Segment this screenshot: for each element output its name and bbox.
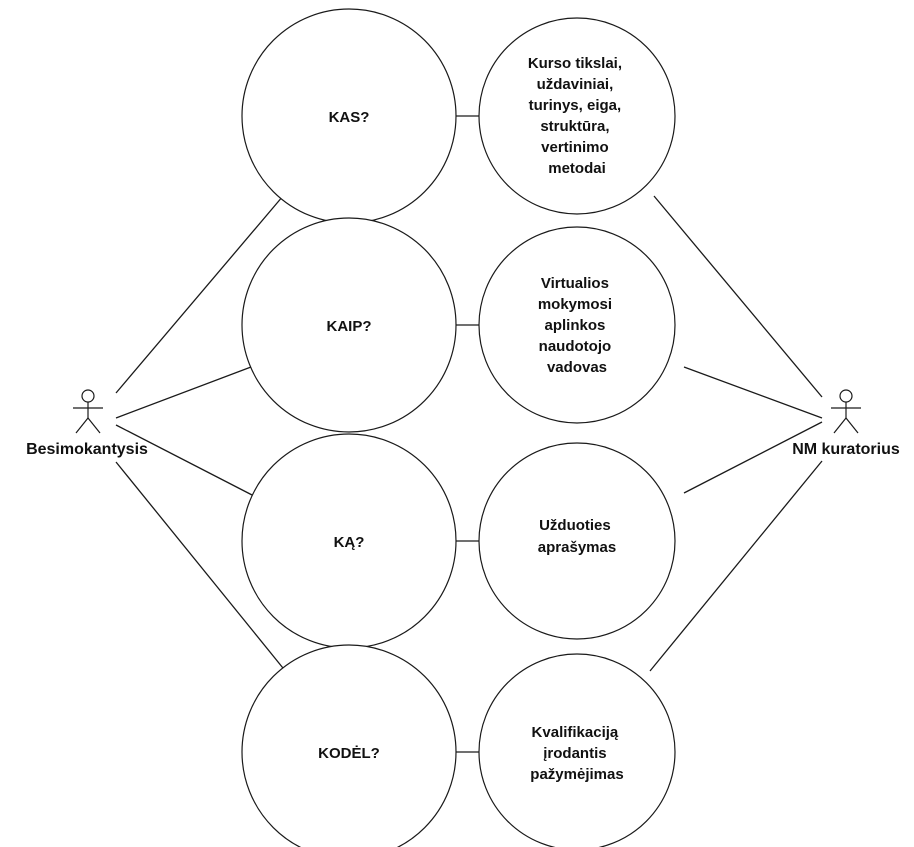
connectors xyxy=(115,115,823,753)
actor-curator: NM kuratorius xyxy=(792,389,900,458)
question-label: KAIP? xyxy=(327,318,372,335)
link-learner-ka xyxy=(115,424,255,497)
question-kas: KAS? xyxy=(241,8,457,224)
question-ka: KĄ? xyxy=(241,433,457,649)
link-answer3-curator xyxy=(683,421,823,494)
answer-certificate: Kvalifikaciją įrodantis pažymėjimas xyxy=(478,653,676,847)
question-circle xyxy=(241,644,457,847)
answer-line: vadovas xyxy=(547,359,607,376)
answer-line: mokymosi xyxy=(538,296,612,313)
answer-line: pažymėjimas xyxy=(530,766,623,783)
question-label: KODĖL? xyxy=(318,745,380,762)
answer-line: Užduoties xyxy=(539,517,611,534)
question-label: KĄ? xyxy=(334,534,365,551)
answer-user-guide: Virtualios mokymosi aplinkos naudotojo v… xyxy=(478,226,676,424)
answer-line: Kurso tikslai, xyxy=(528,55,622,72)
answer-label: Kvalifikaciją įrodantis pažymėjimas xyxy=(530,724,623,783)
answer-label: Užduoties aprašymas xyxy=(538,517,616,556)
answer-line: metodai xyxy=(548,160,606,177)
answer-line: įrodantis xyxy=(543,745,606,762)
answer-line: uždaviniai, xyxy=(537,76,614,93)
actor-label: Besimokantysis xyxy=(26,441,148,458)
question-label: KAS? xyxy=(329,109,370,126)
actor-learner: Besimokantysis xyxy=(26,389,148,458)
link-learner-kas xyxy=(115,195,284,394)
answer-line: Virtualios xyxy=(541,275,609,292)
link-answer2-curator xyxy=(683,366,823,419)
question-circle xyxy=(241,217,457,433)
answer-circle xyxy=(478,226,676,424)
link-answer1-curator xyxy=(653,195,823,398)
stick-figure-icon xyxy=(73,389,103,434)
answer-circle xyxy=(478,17,676,215)
actor-label: NM kuratorius xyxy=(792,441,900,458)
link-learner-kaip xyxy=(115,366,252,419)
answer-course-goals: Kurso tikslai, uždaviniai, turinys, eiga… xyxy=(478,17,676,215)
question-kodel: KODĖL? xyxy=(241,644,457,847)
answer-line: Kvalifikaciją xyxy=(532,724,619,741)
answer-label: Kurso tikslai, uždaviniai, turinys, eiga… xyxy=(528,55,626,177)
answer-line: aplinkos xyxy=(544,317,605,334)
question-kaip: KAIP? xyxy=(241,217,457,433)
stick-figure-icon xyxy=(831,389,861,434)
answer-circle xyxy=(478,442,676,640)
answer-line: vertinimo xyxy=(541,139,609,156)
link-learner-kodel xyxy=(115,461,288,674)
answer-line: aprašymas xyxy=(538,539,616,556)
answer-line: naudotojo xyxy=(539,338,611,355)
answer-line: turinys, eiga, xyxy=(529,97,622,114)
answer-line: struktūra, xyxy=(540,118,609,135)
answer-label: Virtualios mokymosi aplinkos naudotojo v… xyxy=(538,275,616,376)
answer-circle xyxy=(478,653,676,847)
answer-task-description: Užduoties aprašymas xyxy=(478,442,676,640)
link-answer4-curator xyxy=(649,460,823,672)
